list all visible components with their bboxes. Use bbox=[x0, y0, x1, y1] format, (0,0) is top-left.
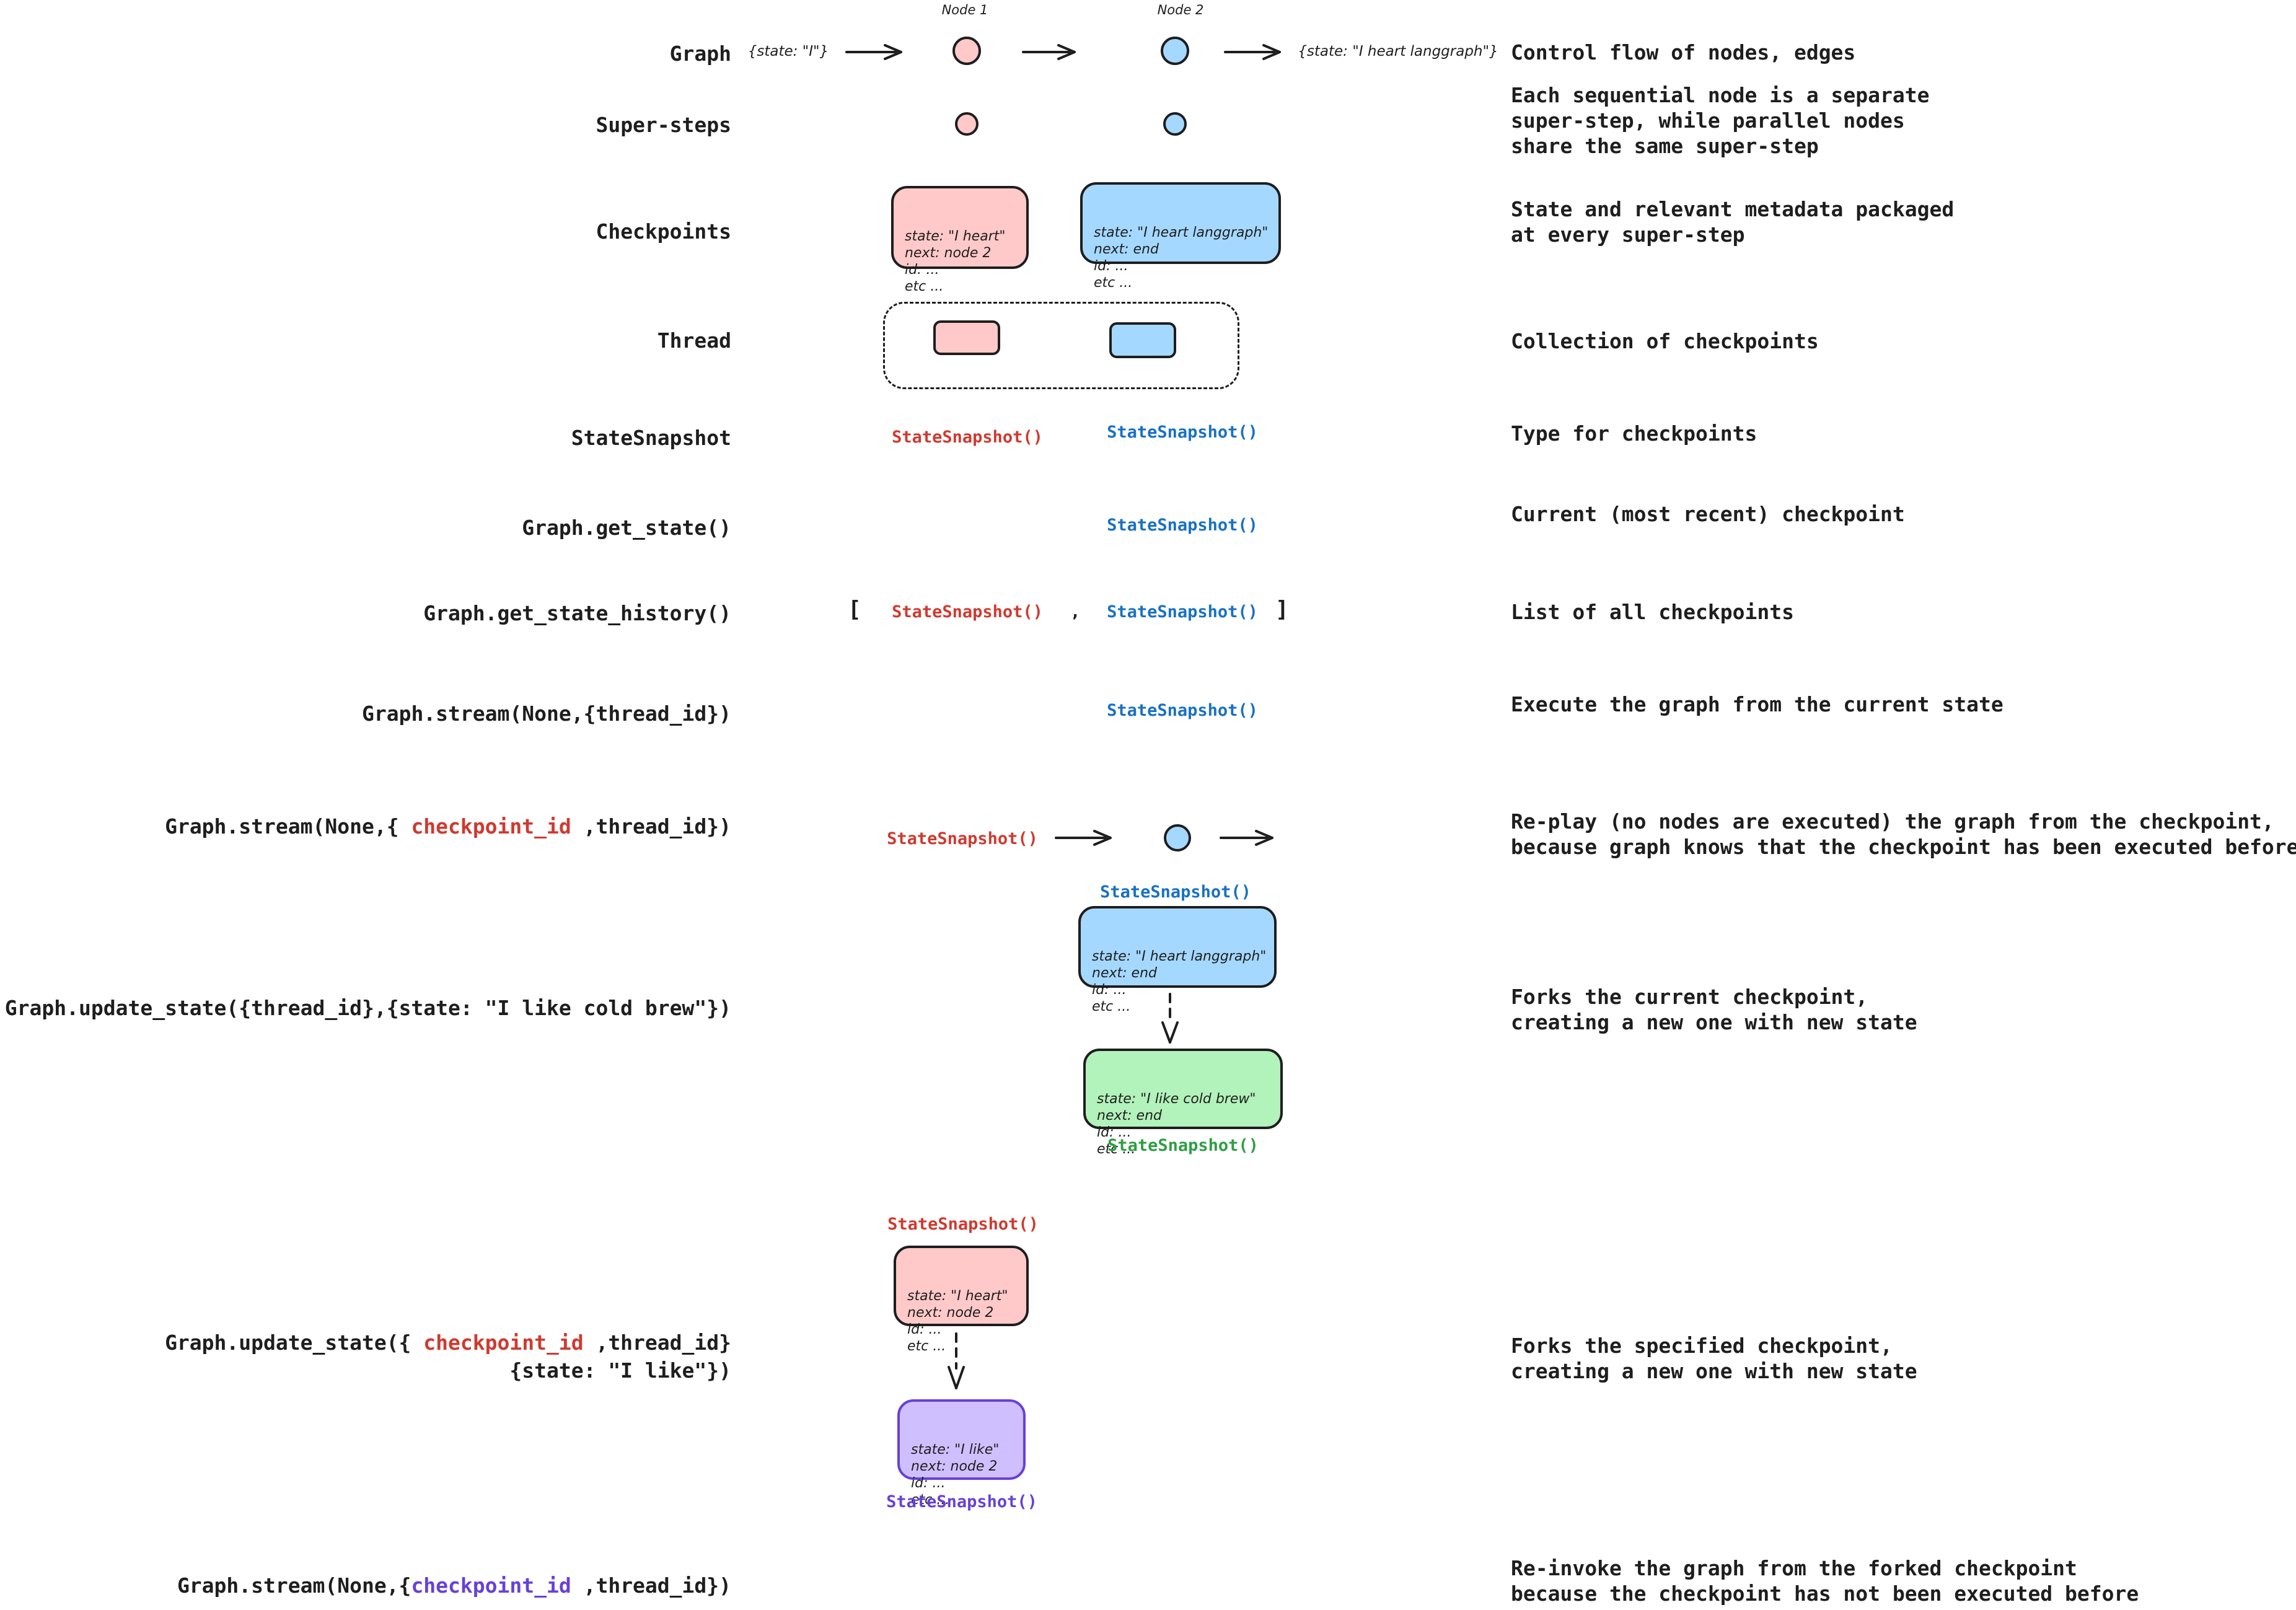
row-label-stream-forked: Graph.stream(None,{checkpoint_id ,thread… bbox=[177, 1573, 731, 1598]
comma: , bbox=[1070, 602, 1081, 622]
edge-arrow bbox=[1223, 42, 1291, 64]
edge-arrow bbox=[844, 42, 912, 64]
desc-thread: Collection of checkpoints bbox=[1511, 329, 1819, 353]
node1-label: Node 1 bbox=[941, 2, 988, 17]
row-label-thread: Thread bbox=[657, 328, 731, 353]
desc-get-state-history: List of all checkpoints bbox=[1511, 600, 1794, 624]
graph-input-state: {state: "I"} bbox=[747, 43, 829, 59]
statesnapshot-blue: StateSnapshot() bbox=[1107, 423, 1258, 442]
replay-node-circle bbox=[1164, 824, 1191, 851]
row-label-graph: Graph bbox=[669, 42, 731, 66]
superstep1-circle bbox=[955, 112, 979, 136]
row-label-checkpoints: Checkpoints bbox=[596, 219, 731, 244]
desc-checkpoints: State and relevant metadata packaged at … bbox=[1511, 197, 1955, 247]
statesnapshot-green: StateSnapshot() bbox=[1107, 1136, 1259, 1155]
row-label-update-state-thread: Graph.update_state({thread_id},{state: "… bbox=[4, 996, 731, 1020]
statesnapshot-red: StateSnapshot() bbox=[887, 1215, 1039, 1234]
thread-checkpoint-blue bbox=[1109, 322, 1176, 358]
thread-checkpoint-pink bbox=[933, 320, 1000, 355]
desc-update-state-thread: Forks the current checkpoint, creating a… bbox=[1511, 985, 1917, 1034]
statesnapshot-red: StateSnapshot() bbox=[892, 602, 1043, 622]
row-label-stream-thread: Graph.stream(None,{thread_id}) bbox=[361, 702, 731, 726]
node2-label: Node 2 bbox=[1157, 2, 1204, 17]
thread-container bbox=[883, 302, 1239, 389]
statesnapshot-red: StateSnapshot() bbox=[887, 829, 1038, 848]
row-label-update-state-checkpoint: Graph.update_state({ checkpoint_id ,thre… bbox=[165, 1331, 731, 1383]
statesnapshot-blue: StateSnapshot() bbox=[1100, 882, 1251, 902]
row-label-supersteps: Super-steps bbox=[596, 113, 731, 137]
statesnapshot-blue: StateSnapshot() bbox=[1107, 516, 1258, 535]
row-label-statesnapshot: StateSnapshot bbox=[571, 426, 731, 450]
row-label-get-state-history: Graph.get_state_history() bbox=[423, 601, 731, 625]
statesnapshot-blue: StateSnapshot() bbox=[1107, 602, 1258, 622]
desc-graph: Control flow of nodes, edges bbox=[1511, 40, 1856, 64]
bracket-open: [ bbox=[848, 597, 861, 622]
fork-dashed-arrow bbox=[944, 1331, 969, 1393]
statesnapshot-purple: StateSnapshot() bbox=[886, 1492, 1037, 1511]
edge-arrow bbox=[1218, 828, 1283, 850]
superstep2-circle bbox=[1163, 112, 1187, 136]
desc-stream-thread: Execute the graph from the current state bbox=[1511, 692, 2004, 716]
desc-stream-forked: Re-invoke the graph from the forked chec… bbox=[1511, 1556, 2139, 1606]
desc-supersteps: Each sequential node is a separate super… bbox=[1511, 83, 1930, 158]
desc-stream-checkpoint: Re-play (no nodes are executed) the grap… bbox=[1511, 809, 2296, 859]
statesnapshot-red: StateSnapshot() bbox=[892, 428, 1043, 447]
node2-circle bbox=[1161, 37, 1189, 65]
edge-arrow bbox=[1021, 42, 1086, 64]
desc-statesnapshot: Type for checkpoints bbox=[1511, 421, 1757, 446]
bracket-close: ] bbox=[1275, 597, 1289, 622]
graph-output-state: {state: "I heart langgraph"} bbox=[1298, 43, 1498, 59]
desc-update-state-checkpoint: Forks the specified checkpoint, creating… bbox=[1511, 1334, 1917, 1383]
fork-dashed-arrow bbox=[1158, 992, 1182, 1047]
edge-arrow bbox=[1053, 828, 1122, 850]
statesnapshot-blue: StateSnapshot() bbox=[1107, 701, 1258, 720]
node1-circle bbox=[952, 37, 981, 65]
row-label-get-state: Graph.get_state() bbox=[522, 516, 731, 540]
row-label-stream-checkpoint: Graph.stream(None,{ checkpoint_id ,threa… bbox=[165, 814, 731, 838]
desc-get-state: Current (most recent) checkpoint bbox=[1511, 502, 1905, 526]
